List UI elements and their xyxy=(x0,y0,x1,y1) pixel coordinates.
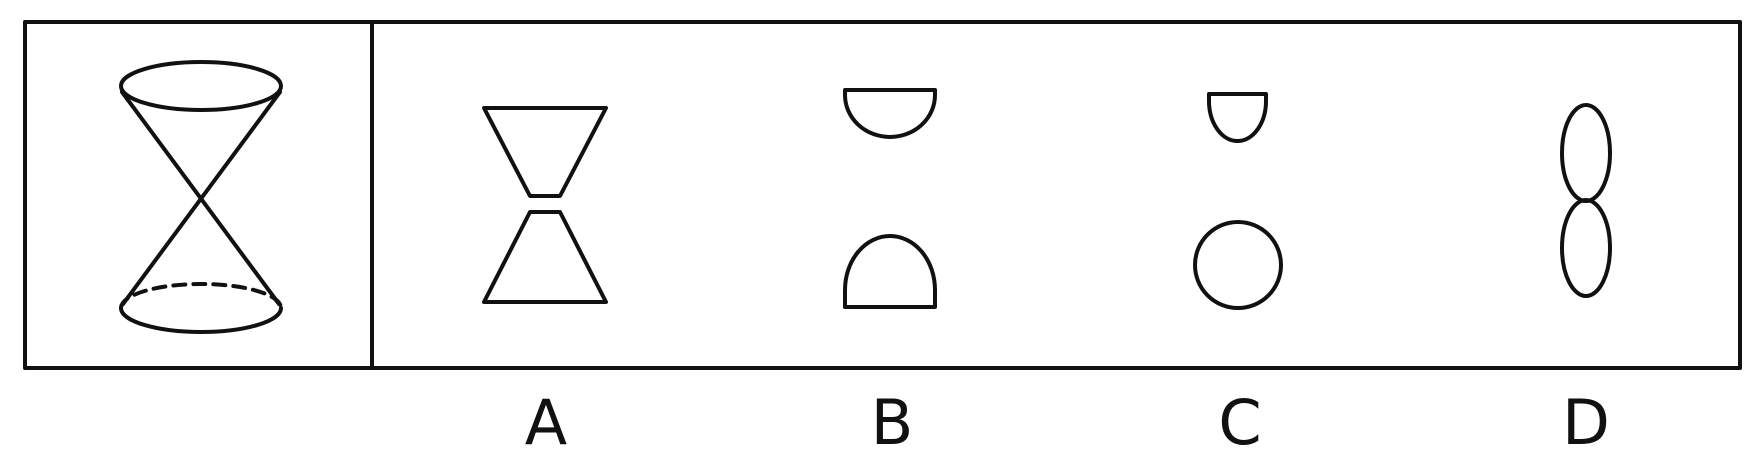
option-c-label: C xyxy=(1218,386,1262,459)
option-b-figure xyxy=(843,88,937,309)
option-c-upper-half-ellipse xyxy=(1207,92,1268,143)
option-a-upper-trapezoid xyxy=(482,106,608,198)
option-b-upper-half-ellipse xyxy=(843,88,937,139)
option-d-upper-ellipse xyxy=(1560,103,1612,203)
outer-frame xyxy=(23,20,1742,370)
option-d-label: D xyxy=(1562,386,1610,459)
bottom-base-hidden-arc xyxy=(119,282,283,310)
option-c-figure xyxy=(1193,92,1283,310)
double-cone-figure xyxy=(119,60,283,334)
option-c-circle xyxy=(1193,220,1283,310)
bottom-base-front-arc xyxy=(119,306,283,334)
top-base-ellipse xyxy=(119,60,283,112)
option-a-figure xyxy=(482,106,608,304)
option-a-lower-trapezoid xyxy=(482,210,608,304)
option-a-label: A xyxy=(524,386,568,459)
option-d-figure xyxy=(1560,103,1612,298)
option-b-label: B xyxy=(870,386,914,459)
option-b-lower-half-ellipse xyxy=(843,234,937,309)
cone-generatrix-right xyxy=(121,90,282,306)
option-d-lower-ellipse xyxy=(1560,198,1612,298)
